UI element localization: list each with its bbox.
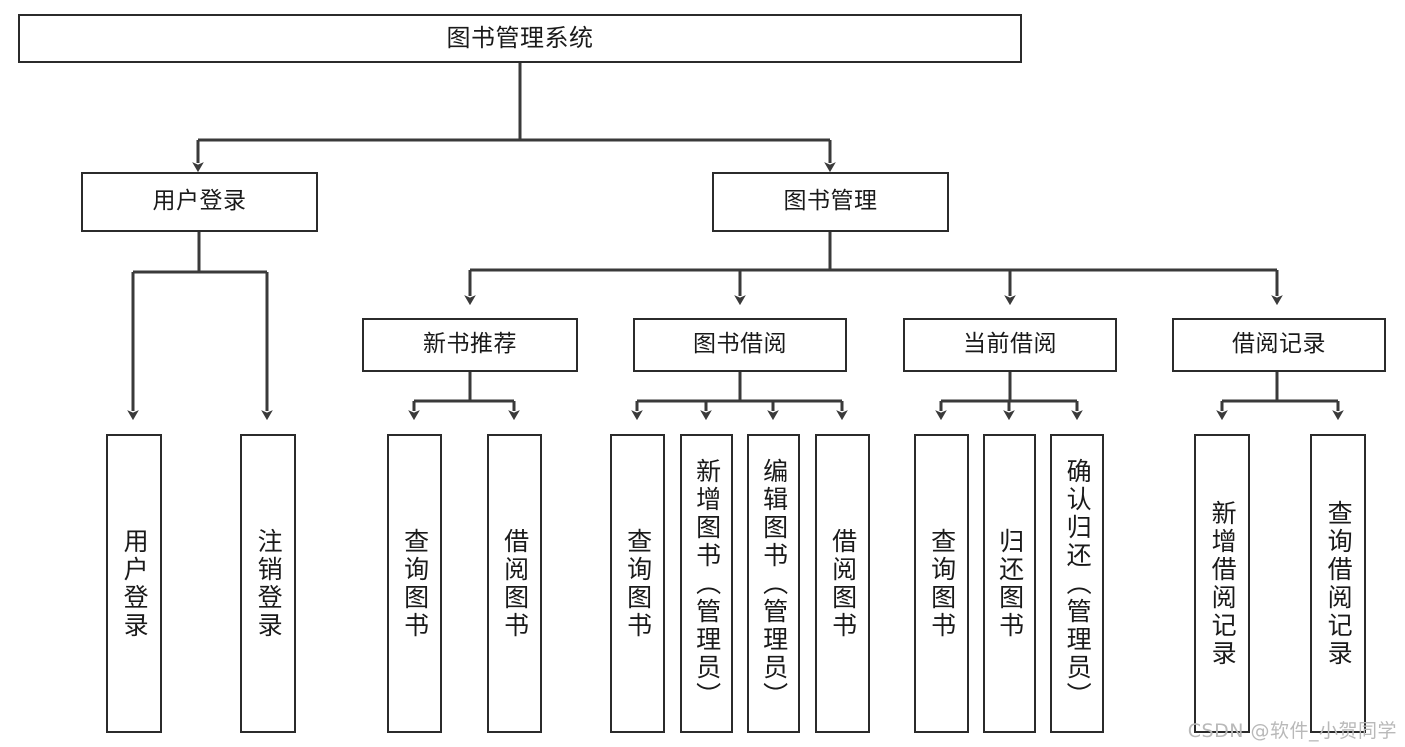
leaf-borrow-book[interactable]: 借阅图书 bbox=[815, 434, 870, 733]
leaf-query-book-borrow-label: 查询图书 bbox=[623, 527, 653, 640]
node-new-book-recommend[interactable]: 新书推荐 bbox=[362, 318, 578, 372]
leaf-query-book-recommend-label: 查询图书 bbox=[400, 527, 430, 640]
node-book-management[interactable]: 图书管理 bbox=[712, 172, 949, 232]
node-root-label: 图书管理系统 bbox=[446, 24, 594, 53]
node-current-borrow[interactable]: 当前借阅 bbox=[903, 318, 1117, 372]
node-book-borrow-label: 图书借阅 bbox=[693, 331, 787, 358]
node-root[interactable]: 图书管理系统 bbox=[18, 14, 1022, 63]
leaf-add-book-admin[interactable]: 新增图书（管理员） bbox=[680, 434, 733, 733]
node-borrow-record-label: 借阅记录 bbox=[1232, 331, 1326, 358]
leaf-user-login[interactable]: 用户登录 bbox=[106, 434, 162, 733]
leaf-add-borrow-record[interactable]: 新增借阅记录 bbox=[1194, 434, 1250, 733]
leaf-return-book[interactable]: 归还图书 bbox=[983, 434, 1036, 733]
node-new-book-recommend-label: 新书推荐 bbox=[423, 331, 517, 358]
node-current-borrow-label: 当前借阅 bbox=[963, 331, 1057, 358]
leaf-add-borrow-record-label: 新增借阅记录 bbox=[1208, 499, 1238, 668]
leaf-logout-label: 注销登录 bbox=[254, 527, 284, 640]
leaf-logout[interactable]: 注销登录 bbox=[240, 434, 296, 733]
node-borrow-record[interactable]: 借阅记录 bbox=[1172, 318, 1386, 372]
node-book-borrow[interactable]: 图书借阅 bbox=[633, 318, 847, 372]
leaf-borrow-book-label: 借阅图书 bbox=[828, 527, 858, 640]
leaf-query-borrow-record[interactable]: 查询借阅记录 bbox=[1310, 434, 1366, 733]
node-book-management-label: 图书管理 bbox=[783, 188, 878, 215]
leaf-query-book-current-label: 查询图书 bbox=[927, 527, 957, 640]
leaf-confirm-return-admin[interactable]: 确认归还（管理员） bbox=[1050, 434, 1104, 733]
leaf-borrow-book-recommend[interactable]: 借阅图书 bbox=[487, 434, 542, 733]
leaf-query-borrow-record-label: 查询借阅记录 bbox=[1324, 499, 1354, 668]
leaf-edit-book-admin-label: 编辑图书（管理员） bbox=[759, 457, 789, 710]
leaf-return-book-label: 归还图书 bbox=[995, 527, 1025, 640]
node-user-login[interactable]: 用户登录 bbox=[81, 172, 318, 232]
leaf-query-book-borrow[interactable]: 查询图书 bbox=[610, 434, 665, 733]
leaf-query-book-current[interactable]: 查询图书 bbox=[914, 434, 969, 733]
node-user-login-label: 用户登录 bbox=[152, 188, 247, 215]
leaf-edit-book-admin[interactable]: 编辑图书（管理员） bbox=[747, 434, 800, 733]
leaf-confirm-return-admin-label: 确认归还（管理员） bbox=[1063, 457, 1093, 710]
leaf-borrow-book-recommend-label: 借阅图书 bbox=[500, 527, 530, 640]
leaf-add-book-admin-label: 新增图书（管理员） bbox=[692, 457, 722, 710]
leaf-query-book-recommend[interactable]: 查询图书 bbox=[387, 434, 442, 733]
leaf-user-login-label: 用户登录 bbox=[120, 527, 150, 640]
csdn-watermark: CSDN @软件_小贺同学 bbox=[1187, 720, 1397, 742]
